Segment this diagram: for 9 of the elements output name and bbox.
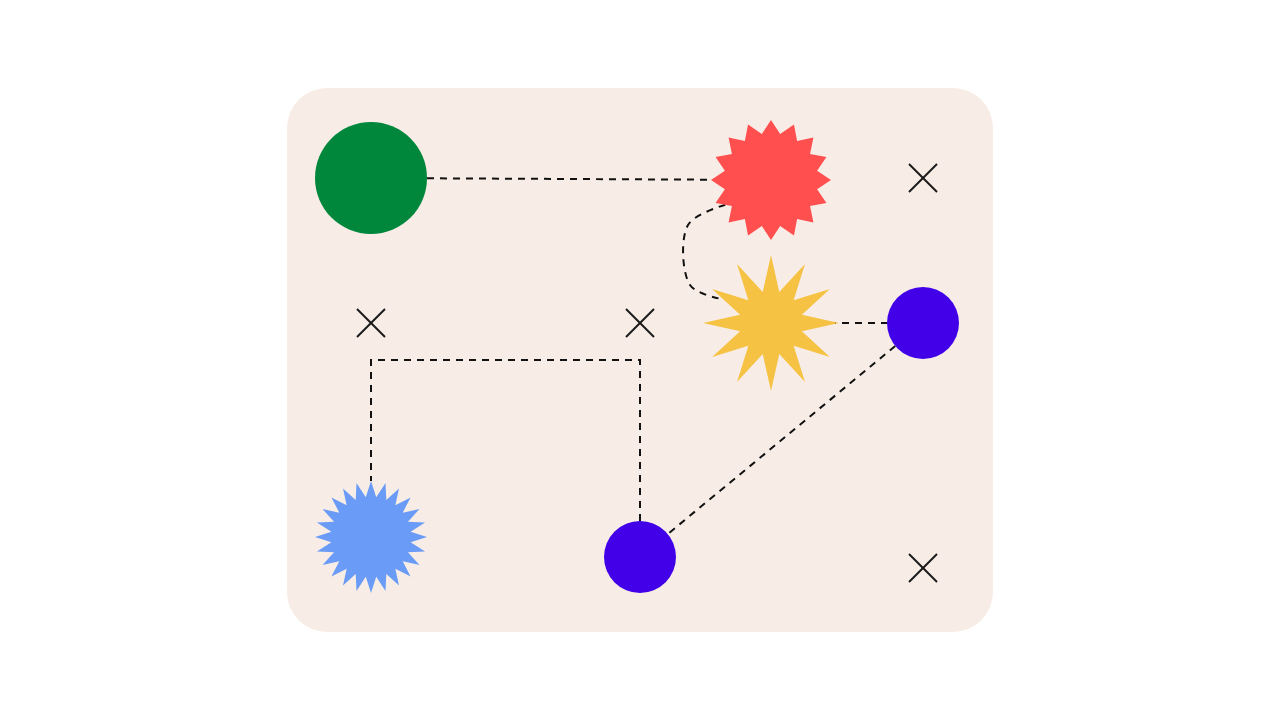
star-shape [711,120,831,240]
circle-shape [604,521,676,593]
dashed-connector [682,203,727,300]
star-shape [315,481,427,593]
circle-shape [887,287,959,359]
star-shape [703,255,839,391]
dashed-connector [370,359,641,522]
dashed-connector [666,344,897,536]
circle-shape [315,122,427,234]
